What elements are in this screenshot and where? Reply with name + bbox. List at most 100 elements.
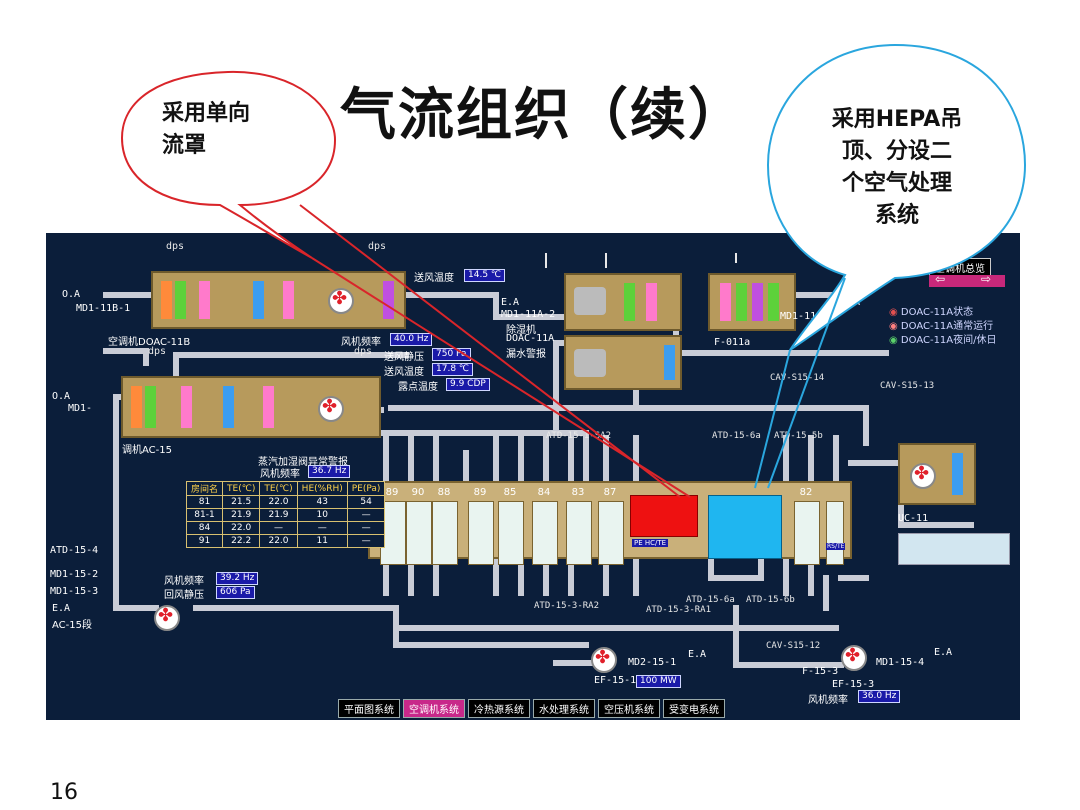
table-cell: 54 [346, 495, 386, 509]
callout-line: 采用HEPA吊 [831, 107, 963, 132]
table-header: TE(℃) [259, 481, 298, 496]
page-number: 16 [50, 780, 78, 805]
legend-item: ◉ DOAC-11A通常运行 [889, 321, 994, 332]
damper-label-7: MD2-15-1 [628, 657, 677, 668]
leak-alarm-label: 漏水警报 [506, 349, 546, 360]
ea-label-3: E.A [688, 649, 707, 660]
filter-coil-2 [145, 386, 156, 428]
room-cell[interactable] [432, 501, 458, 565]
table-cell: 21.5 [222, 495, 261, 509]
room-cell[interactable] [826, 501, 844, 565]
table-cell: 91 [185, 534, 224, 548]
supply-fan-icon [328, 288, 354, 314]
room-number: 83 [571, 487, 585, 498]
ea-label-4: E.A [934, 647, 953, 658]
table-cell: 43 [296, 495, 348, 509]
room-rs-label: RS/TE [826, 543, 846, 550]
ahu-doac-11b[interactable] [151, 271, 406, 329]
final-filter [383, 281, 394, 319]
oa-label-2: O.A [52, 391, 71, 402]
cooling-coil [253, 281, 264, 319]
dehumidifier-doac-11a[interactable] [564, 273, 682, 331]
hepa-ceiling-zone[interactable] [708, 495, 782, 559]
table-row: 91 22.2 22.0 11 — [185, 534, 386, 548]
table-cell: 81 [185, 495, 224, 509]
table-header-row: 房间名 TE(℃) TE(℃) HE(%RH) PE(Pa) [185, 481, 386, 496]
cav-label: CAV-S15-14 [770, 373, 825, 383]
exhaust-fan-icon[interactable] [154, 605, 180, 631]
supply-temp-value: 17.8 ℃ [432, 363, 474, 376]
nav-arrows[interactable]: ⇦ ⇨ [929, 272, 1005, 287]
fan-freq-11b-value: 40.0 Hz [390, 333, 433, 346]
f153-label: F-15-3 [802, 666, 839, 677]
atd-label: ATD-15-3-RA1 [646, 605, 712, 615]
blank-display [898, 533, 1010, 565]
atd-label: ATD-15-6a [712, 431, 761, 441]
left-callout-text: 采用单向 流罩 [162, 98, 250, 162]
cav-label: CAV-S15-13 [880, 381, 935, 391]
nav-substation-button[interactable]: 受变电系统 [663, 699, 725, 718]
table-row: 84 22.0 — — — [185, 521, 386, 535]
fan-freq-bottom-value: 39.2 Hz [216, 572, 259, 585]
fan-icon [910, 463, 936, 489]
f011a-label: F-011a [714, 337, 751, 348]
filter-coil-1 [720, 283, 731, 321]
unit-cooler-uc-11[interactable] [898, 443, 976, 505]
oa-label: O.A [62, 289, 81, 300]
fan-freq-ac15-value: 36.7 Hz [308, 465, 351, 478]
arrow-left-icon[interactable]: ⇦ [935, 272, 946, 286]
room-cell[interactable] [598, 501, 624, 565]
table-header: PE(Pa) [346, 481, 386, 496]
filter-coil [624, 283, 635, 321]
damper-label: MD1-11B-1 [76, 303, 131, 314]
nav-floorplan-button[interactable]: 平面图系统 [338, 699, 400, 718]
fan-freq-label: 风机频率 [341, 337, 381, 348]
room-cell[interactable] [794, 501, 820, 565]
table-cell: 22.0 [259, 495, 298, 509]
nav-compressor-button[interactable]: 空压机系统 [598, 699, 660, 718]
heating-coil [199, 281, 210, 319]
ahu-ac-15[interactable] [121, 376, 381, 438]
table-header: 房间名 [185, 481, 224, 496]
callout-line: 顶、分设二 [841, 139, 952, 164]
table-cell: 22.0 [222, 521, 261, 535]
nav-water-button[interactable]: 水处理系统 [533, 699, 595, 718]
room-cell[interactable] [566, 501, 592, 565]
cleanroom-block[interactable]: 89 90 88 89 85 84 83 87 82 PE HC/TE RS/T… [368, 481, 852, 565]
arrow-right-icon[interactable]: ⇨ [981, 272, 992, 286]
reheat-coil [263, 386, 274, 428]
atd-label: ATD-15-5b [774, 431, 823, 441]
room-cell[interactable] [468, 501, 494, 565]
exhaust-fan-icon[interactable] [591, 647, 617, 673]
room-cell[interactable] [406, 501, 432, 565]
damper-label-6: MD1-15-3 [50, 586, 99, 597]
filter-unit-f-011a[interactable] [708, 273, 796, 331]
room-number: 89 [473, 487, 487, 498]
nav-ahu-button[interactable]: 空调机系统 [403, 699, 465, 718]
nav-chiller-button[interactable]: 冷热源系统 [468, 699, 530, 718]
room-cell[interactable] [498, 501, 524, 565]
unidirectional-flow-hood-zone[interactable] [630, 495, 698, 537]
room-number: 87 [603, 487, 617, 498]
table-cell: — [259, 521, 298, 535]
filter-coil-3 [752, 283, 763, 321]
damper-label-4: MD1-11A-1 [780, 311, 835, 322]
ahu-ac15-label: 调机AC-15 [122, 445, 172, 456]
heating-coil [646, 283, 657, 321]
legend-item: ◉ DOAC-11A状态 [889, 307, 974, 318]
table-header: HE(%RH) [296, 481, 348, 496]
filter-coil-2 [736, 283, 747, 321]
supply-press-value: 750 Pa [432, 348, 471, 361]
damper-label-3: MD1-11A-2 [501, 309, 556, 320]
callout-line: 系统 [874, 203, 919, 228]
room-cell[interactable] [532, 501, 558, 565]
table-cell: — [296, 521, 348, 535]
reheat-coil [283, 281, 294, 319]
table-cell: 22.0 [259, 534, 298, 548]
exhaust-fan-icon[interactable] [841, 645, 867, 671]
ef153-label: EF-15-3 [832, 679, 875, 690]
cav-label: CAV-S15-12 [766, 641, 821, 651]
table-cell: 22.2 [222, 534, 261, 548]
status-dot-icon: ◉ [889, 321, 898, 332]
ahu-doac-11a-lower[interactable] [564, 335, 682, 390]
